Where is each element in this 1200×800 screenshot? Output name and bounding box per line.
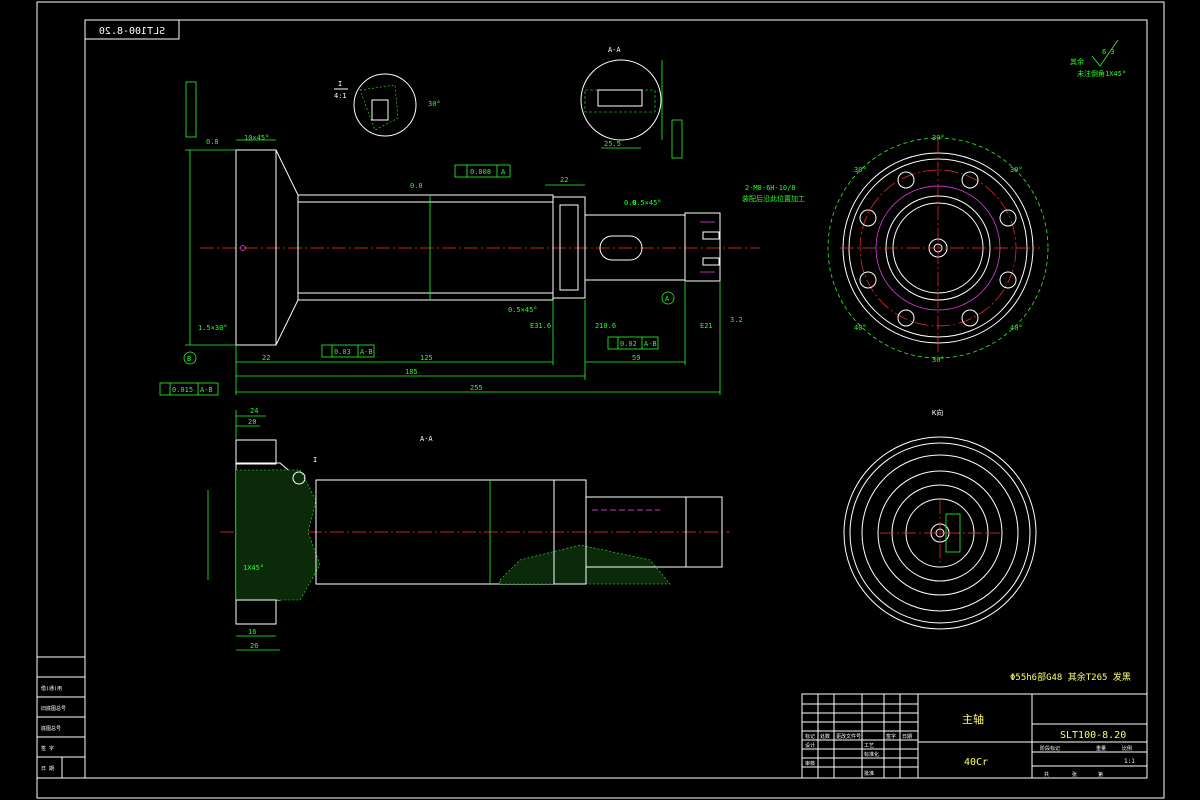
- dim-e21: E21: [700, 322, 713, 330]
- angle-30-b: 30°: [1010, 166, 1023, 174]
- side-row-4: 签 字: [41, 745, 54, 752]
- thread-note-2: 装配后沿此位置加工: [742, 194, 805, 203]
- side-block: 借(通)用 旧底图总号 底图总号 签 字 日 期: [36, 656, 86, 779]
- dim-26: 26: [250, 642, 258, 650]
- tol-value-3: 0.02: [620, 340, 637, 348]
- code-stamp-text: SLT100-8.20: [99, 26, 165, 37]
- tolerance-frame-4: 0.015 A-B: [159, 382, 219, 396]
- title-label-mark: 标记: [805, 733, 815, 740]
- tol-datum-3: A-B: [644, 340, 657, 348]
- shaft-main-view: [200, 149, 760, 346]
- title-label-stage: 阶段标记: [1040, 745, 1060, 752]
- dim-22: 22: [560, 176, 568, 184]
- dim-22-left: 22: [262, 354, 270, 362]
- code-stamp: SLT100-8.20: [84, 19, 180, 40]
- section-label-bottom: A-A: [420, 435, 433, 443]
- angle-40-a: 40°: [1010, 324, 1023, 332]
- flange-end-view: 30° 30° 40° 30° 40° 30°: [827, 134, 1049, 364]
- title-label-check: 审核: [805, 760, 815, 767]
- roughness-0-8: 0.8: [206, 138, 219, 146]
- section-aa-view: A-A 24 20 16 26 1X45° I: [207, 407, 730, 651]
- angle-40-b: 40°: [854, 324, 867, 332]
- title-label-qty: 处数: [820, 733, 830, 740]
- tol-value-4: 0.015: [172, 386, 193, 394]
- dim-59: 59: [632, 354, 640, 362]
- title-label-page: 第: [1098, 771, 1103, 778]
- angle-30-d: 30°: [854, 166, 867, 174]
- title-label-weight: 重量: [1096, 745, 1106, 752]
- title-label-std: 标准化: [864, 751, 879, 758]
- scale-value: 1:1: [1124, 758, 1135, 765]
- title-label-process: 工艺: [864, 743, 874, 749]
- thread-note: 2-M8-6H-10/8: [745, 184, 796, 192]
- dim-210: 210.6: [595, 322, 616, 330]
- angle-30-c: 30°: [932, 356, 945, 364]
- chamfer-0-5x45: 0.5×45°: [508, 306, 538, 314]
- side-row-1: 借(通)用: [41, 685, 62, 692]
- tol-value-1: 0.008: [470, 168, 491, 176]
- tolerance-frame-3: 0.02 A-B: [607, 336, 659, 350]
- side-row-5: 日 期: [41, 766, 54, 772]
- angle-30-a: 30°: [932, 134, 945, 142]
- dim-185: 185: [405, 368, 418, 376]
- tol-datum-1: A: [501, 168, 506, 176]
- datum-a-label: A: [665, 295, 670, 303]
- dim-e31: E31.6: [530, 322, 551, 330]
- title-label-design: 设计: [805, 742, 815, 749]
- title-label-approve: 批准: [864, 770, 874, 777]
- tol-datum-2: A-B: [360, 348, 373, 356]
- roughness-note-value: 6.3: [1102, 48, 1115, 56]
- datum-b-label: B: [187, 355, 191, 363]
- tolerance-frame-1: 0.008 A: [454, 164, 511, 178]
- title-label-scale: 比例: [1122, 745, 1132, 752]
- roughness-note-chamfer: 未注倒角1X45°: [1077, 69, 1126, 78]
- title-block: 标记 处数 更改文件号 签字 日期 设计 审核 工艺 标准化 批准 主轴 40C…: [801, 693, 1148, 779]
- tol-datum-4: A-B: [200, 386, 213, 394]
- roughness-0-8-b: 0.8: [410, 182, 423, 190]
- title-label-sheet2: 张: [1072, 771, 1077, 778]
- drawing-number: SLT100-8.20: [1060, 730, 1126, 741]
- section-label-top: A-A: [608, 46, 621, 54]
- dim-125: 125: [420, 354, 433, 362]
- angle-30-detail: 30°: [428, 100, 441, 108]
- title-label-sheet: 共: [1044, 771, 1049, 778]
- title-label-sign: 签字: [886, 733, 896, 740]
- roughness-note: 6.3 其余 未注倒角1X45°: [1070, 39, 1126, 78]
- side-row-2: 旧底图总号: [41, 705, 66, 712]
- title-label-date: 日期: [902, 734, 912, 740]
- detail-marker-ref: I: [313, 456, 317, 464]
- roughness-note-rest: 其余: [1070, 57, 1084, 66]
- main-view-dimensions: 22 125 185 255 59 22 10×45° 1.5×30° 0.5×…: [159, 81, 805, 396]
- dim-16: 16: [248, 628, 256, 636]
- tolerance-frame-2: 0.03 A-B: [321, 344, 375, 358]
- inner-frame: [84, 19, 1148, 779]
- outer-border: [36, 1, 1165, 799]
- part-material: 40Cr: [964, 757, 988, 768]
- dim-20: 20: [248, 418, 256, 426]
- k-view: K向: [843, 408, 1037, 630]
- detail-scale: 4:1: [334, 92, 347, 100]
- chamfer-10x45: 10×45°: [244, 134, 269, 142]
- dim-25-5: 25.5: [604, 140, 621, 148]
- roughness-3-2: 3.2: [730, 316, 743, 324]
- roughness-0-8-c: 0.8: [624, 199, 637, 207]
- dim-24: 24: [250, 407, 258, 415]
- chamfer-0-5x45-b: 0.5×45°: [632, 199, 662, 207]
- dim-255: 255: [470, 384, 483, 392]
- detail-marker: I: [338, 80, 342, 88]
- part-name: 主轴: [962, 712, 984, 726]
- tech-note: Φ55h6部G48 其余T265 发黑: [1010, 671, 1131, 683]
- tol-value-2: 0.03: [334, 348, 351, 356]
- chamfer-1-5x30: 1.5×30°: [198, 324, 228, 332]
- k-view-label: K向: [932, 408, 943, 417]
- title-label-change: 更改文件号: [836, 733, 861, 740]
- detail-view-i: I 4:1 30°: [334, 73, 441, 137]
- side-row-3: 底图总号: [41, 725, 61, 732]
- chamfer-1x45: 1X45°: [243, 564, 264, 572]
- section-aa-small: A-A 25.5: [580, 46, 683, 159]
